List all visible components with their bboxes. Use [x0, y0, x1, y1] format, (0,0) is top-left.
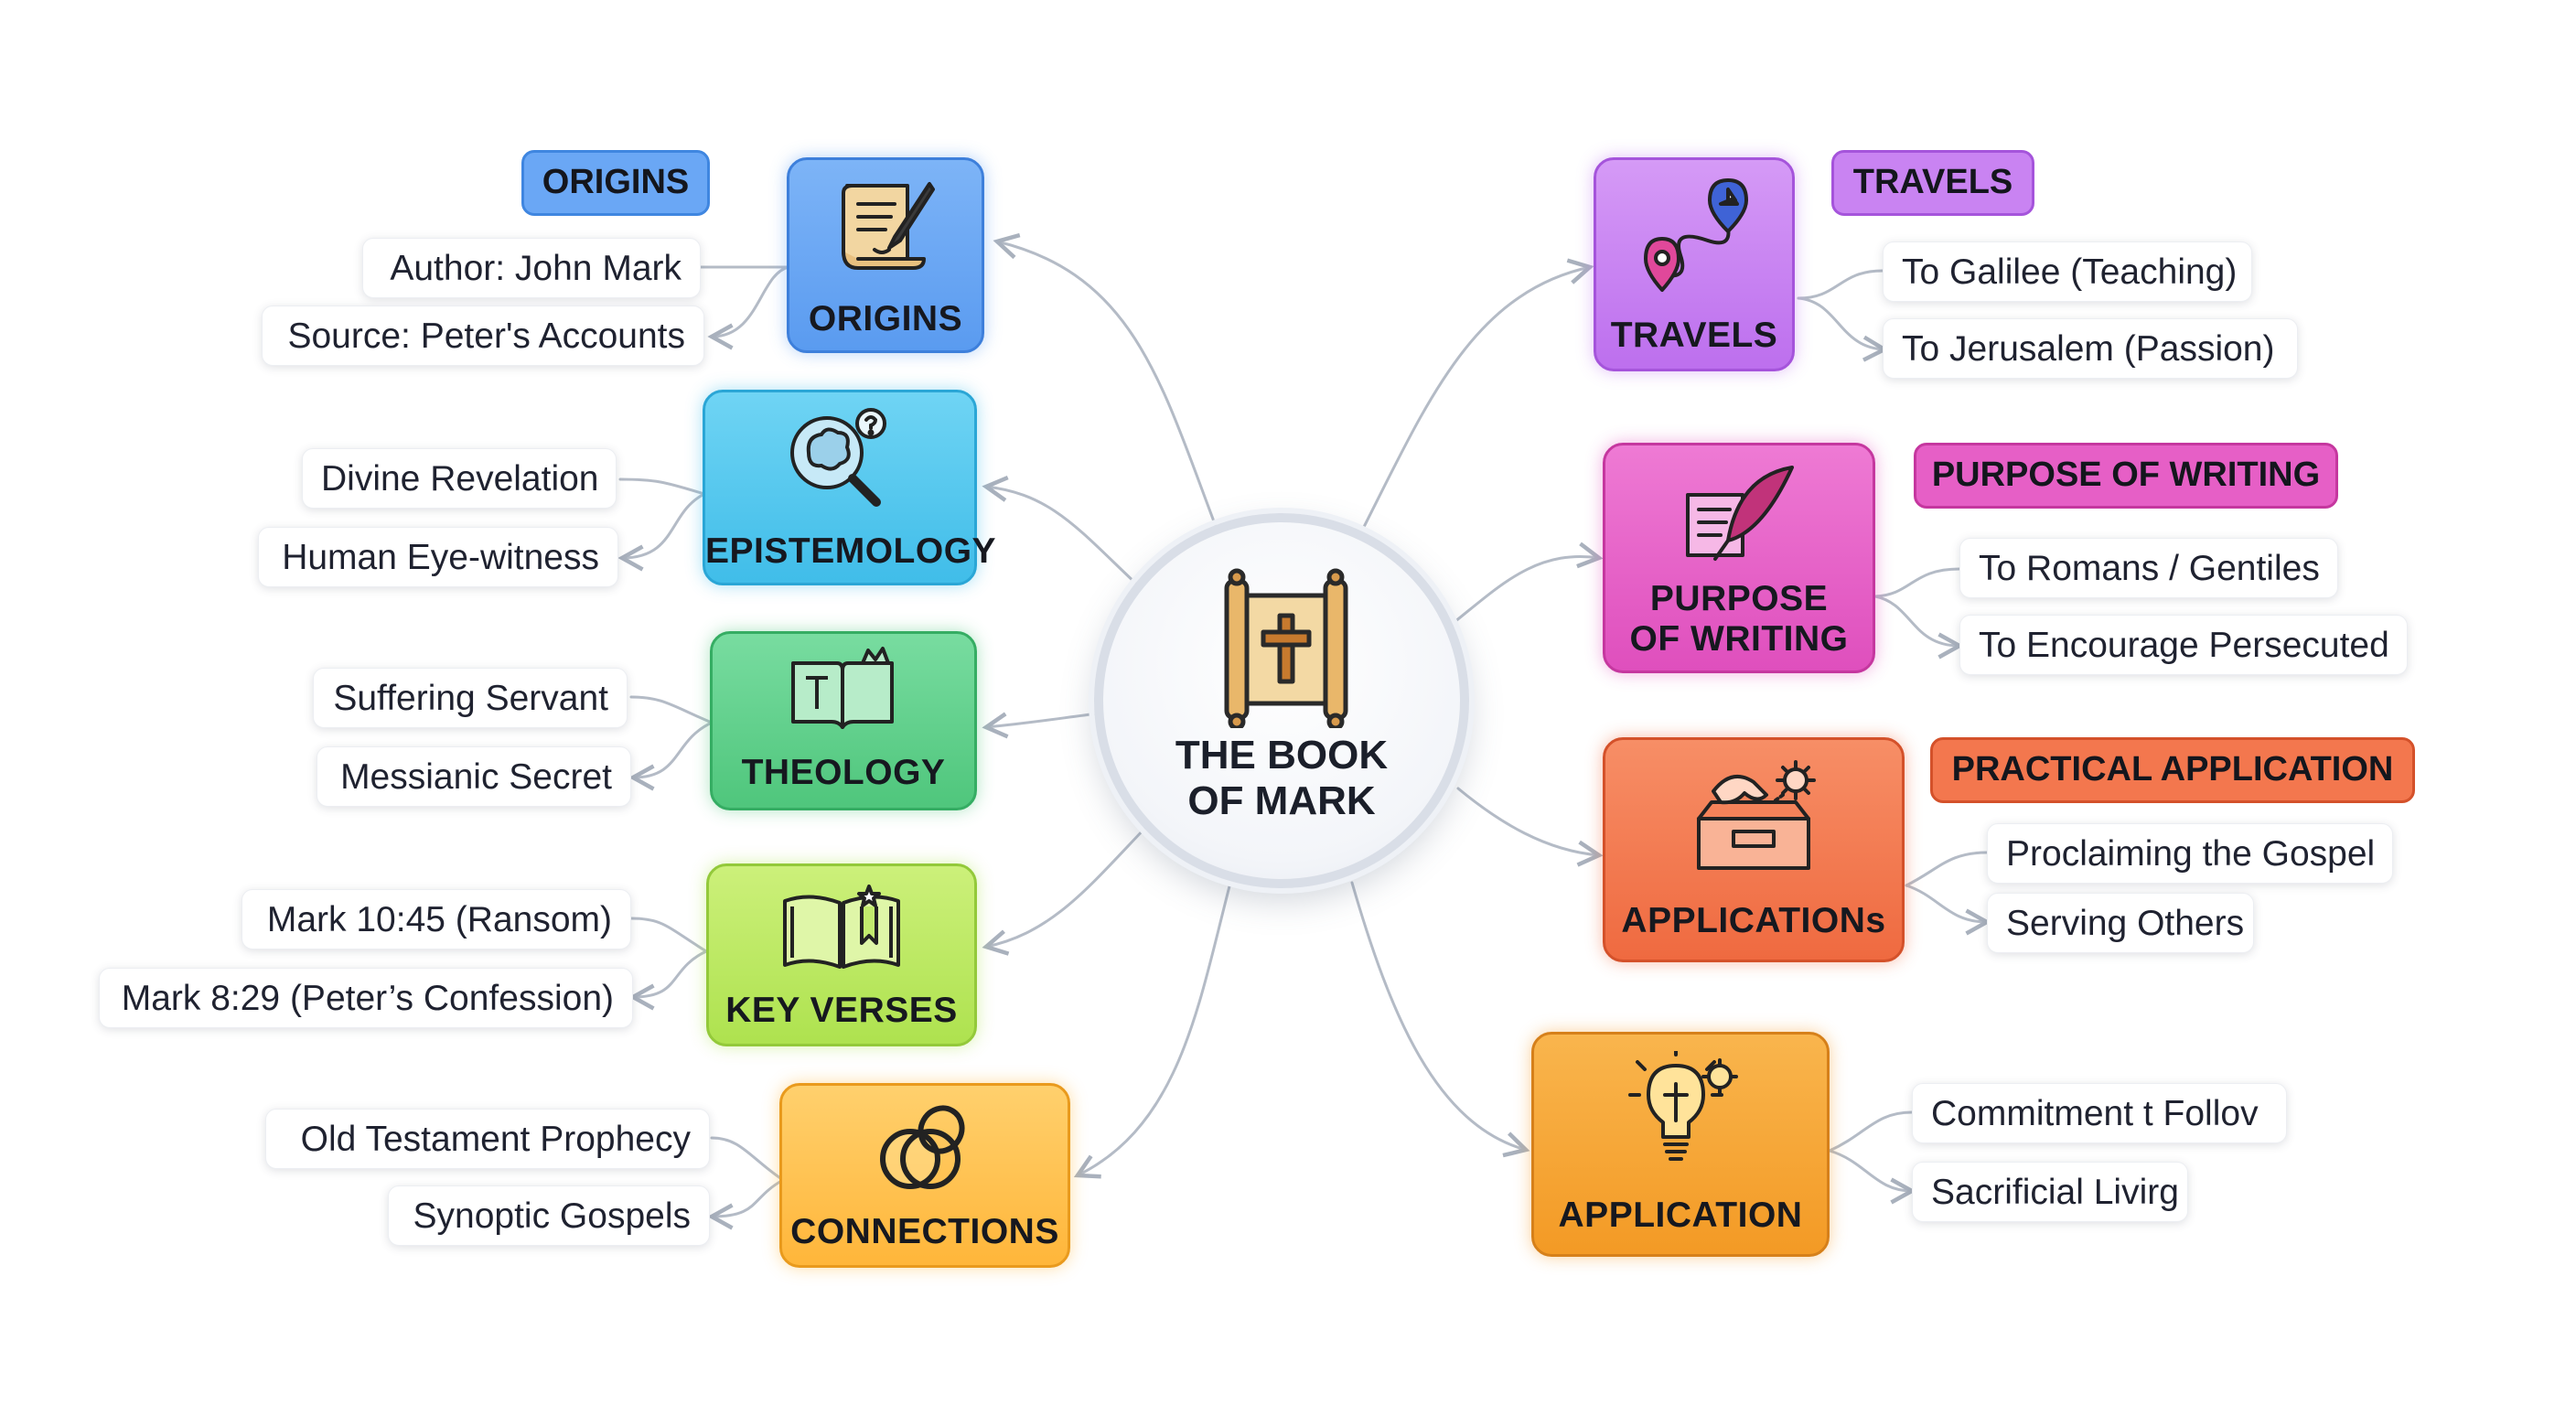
epistemology-node[interactable]: EPISTEMOLOGY — [703, 390, 997, 585]
feather-letter-icon — [1686, 466, 1794, 561]
origins-label: ORIGINS — [808, 299, 963, 338]
theology-item-2: Messianic Secret — [317, 746, 631, 807]
epistemology-item-1: Divine Revelation — [302, 448, 617, 509]
purpose-of-writing-label: PURPOSE OF WRITING — [1629, 579, 1849, 659]
key-verses-label: KEY VERSES — [725, 991, 958, 1030]
crowned-book-icon — [791, 647, 894, 729]
purpose-item-2: To Encourage Persecuted — [1959, 615, 2408, 675]
applications-item-2: Serving Others — [1987, 893, 2254, 953]
scroll-quill-icon — [842, 182, 935, 270]
application-item-1: Commitment t Follov — [1912, 1083, 2287, 1143]
theology-node[interactable]: THEOLOGY — [710, 631, 977, 810]
key-verses-item-1: Mark 10:45 (Ransom) — [242, 889, 631, 949]
epistemology-item-2: Human Eye-witness — [258, 527, 618, 587]
link-application — [1350, 881, 1530, 1158]
link-epistemology — [982, 475, 1140, 587]
purpose-of-writing-node[interactable]: PURPOSE OF WRITING — [1603, 443, 1875, 673]
purpose-item-1: To Romans / Gentiles — [1959, 538, 2338, 598]
theology-label: THEOLOGY — [741, 753, 946, 792]
central-topic[interactable]: THE BOOK OF MARK — [1094, 513, 1469, 888]
applications-label: APPLICATIONs — [1621, 901, 1886, 940]
link-theology — [982, 712, 1100, 739]
travels-label: TRAVELS — [1610, 316, 1778, 355]
linked-rings-icon — [880, 1105, 965, 1189]
key-verses-node[interactable]: KEY VERSES — [706, 863, 977, 1046]
purpose-of-writing-tag: PURPOSE OF WRITING — [1914, 443, 2338, 509]
origins-item-2: Source: Peter's Accounts — [262, 306, 704, 366]
scroll-cross-icon — [1224, 568, 1348, 728]
travels-item-1: To Galilee (Teaching) — [1883, 241, 2252, 302]
link-purpose — [1453, 542, 1604, 624]
applications-item-1: Proclaiming the Gospel — [1987, 823, 2393, 884]
route-map-pin-icon — [1644, 178, 1748, 292]
epistemology-label: EPISTEMOLOGY — [705, 531, 997, 571]
key-verses-item-2: Mark 8:29 (Peter’s Confession) — [99, 968, 633, 1028]
connections-item-1: Old Testament Prophecy — [265, 1109, 710, 1169]
link-origins — [993, 232, 1218, 531]
application-node[interactable]: APPLICATION — [1531, 1032, 1830, 1257]
link-connections — [1073, 881, 1232, 1179]
connections-label: CONNECTIONS — [790, 1212, 1059, 1251]
origins-item-1: Author: John Mark — [362, 238, 701, 298]
practical-application-tag: PRACTICAL APPLICATION — [1930, 737, 2415, 803]
travels-node[interactable]: TRAVELS — [1594, 157, 1795, 371]
connections-node[interactable]: CONNECTIONS — [779, 1083, 1070, 1268]
origins-tag: ORIGINS — [521, 150, 710, 216]
open-bible-icon — [783, 885, 900, 969]
lightbulb-cross-icon — [1628, 1051, 1738, 1161]
application-item-2: Sacrificial Livirg — [1912, 1162, 2188, 1222]
connections-item-2: Synoptic Gospels — [388, 1185, 710, 1246]
origins-node[interactable]: ORIGINS — [787, 157, 984, 353]
link-key-verses — [982, 826, 1147, 956]
theology-item-1: Suffering Servant — [313, 668, 628, 728]
travels-item-2: To Jerusalem (Passion) — [1883, 318, 2298, 379]
applications-node[interactable]: APPLICATIONs — [1603, 737, 1905, 962]
central-title: THE BOOK OF MARK — [1175, 733, 1389, 823]
helping-hands-box-icon — [1697, 760, 1816, 870]
link-travels — [1361, 258, 1594, 531]
link-applications — [1456, 787, 1604, 867]
travels-tag: TRAVELS — [1831, 150, 2034, 216]
application-label: APPLICATION — [1558, 1196, 1803, 1235]
brain-magnifier-icon — [790, 408, 886, 507]
